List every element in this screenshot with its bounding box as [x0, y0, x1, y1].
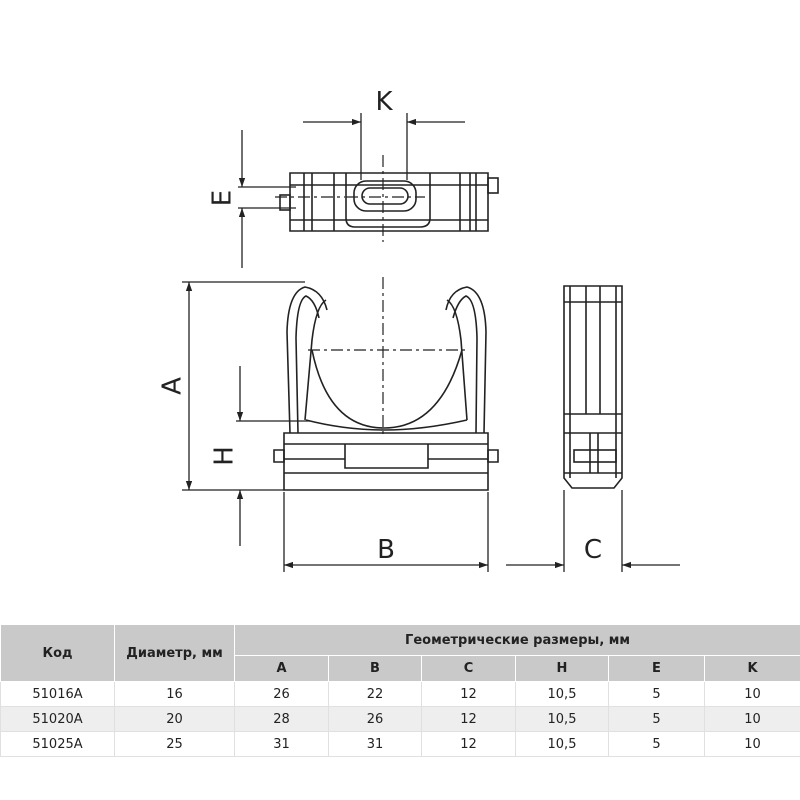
header-dim-h: H: [515, 655, 609, 682]
b-dimension: [283, 492, 489, 572]
cell-diameter: 20: [114, 706, 235, 732]
header-dim-c: C: [421, 655, 516, 682]
cell-b: 31: [328, 731, 422, 757]
cell-diameter: 25: [114, 731, 235, 757]
dimension-label-h: H: [210, 446, 240, 466]
c-dimension: [506, 490, 680, 572]
cell-code: 51020A: [0, 706, 115, 732]
side-view: [563, 285, 623, 489]
header-dim-b: B: [328, 655, 422, 682]
table-row: 51025A 25 31 31 12 10,5 5 10: [0, 731, 800, 757]
e-dimension: [238, 130, 296, 268]
cell-code: 51025A: [0, 731, 115, 757]
cell-a: 26: [234, 681, 329, 707]
header-dim-e: E: [608, 655, 705, 682]
header-diameter: Диаметр, мм: [114, 624, 235, 682]
table-row: 51016A 16 26 22 12 10,5 5 10: [0, 681, 800, 707]
header-geometry: Геометрические размеры, мм: [233, 624, 800, 656]
table-header-row: Код Диаметр, мм Геометрические размеры, …: [0, 624, 800, 682]
header-dim-a: A: [234, 655, 329, 682]
cell-code: 51016A: [0, 681, 115, 707]
cell-e: 5: [608, 731, 705, 757]
dimension-label-e: E: [208, 190, 238, 206]
cell-a: 31: [234, 731, 329, 757]
header-dim-k: K: [703, 655, 800, 682]
front-view-centerlines: [308, 277, 466, 438]
top-view: [279, 172, 499, 232]
dimension-label-c: C: [584, 535, 602, 565]
dimensions-table: Код Диаметр, мм Геометрические размеры, …: [0, 624, 800, 757]
cell-h: 10,5: [515, 731, 609, 757]
k-dimension: [303, 113, 465, 180]
dimension-label-b: B: [377, 535, 395, 565]
front-view: [273, 286, 499, 491]
dimension-label-a: A: [158, 377, 188, 395]
cell-e: 5: [608, 681, 705, 707]
technical-drawing: K E: [158, 87, 680, 572]
cell-h: 10,5: [515, 681, 609, 707]
cell-diameter: 16: [114, 681, 235, 707]
table-row: 51020A 20 28 26 12 10,5 5 10: [0, 706, 800, 732]
cell-k: 10: [703, 681, 800, 707]
h-dimension: [236, 366, 310, 546]
cell-b: 22: [328, 681, 422, 707]
cell-k: 10: [703, 706, 800, 732]
header-code: Код: [0, 624, 115, 682]
cell-c: 12: [421, 731, 516, 757]
a-dimension: [182, 281, 305, 491]
cell-e: 5: [608, 706, 705, 732]
cell-a: 28: [234, 706, 329, 732]
table-subheader-row: A B C H E K: [1, 655, 800, 682]
dimension-label-k: K: [375, 87, 393, 117]
cell-b: 26: [328, 706, 422, 732]
cell-h: 10,5: [515, 706, 609, 732]
cell-k: 10: [703, 731, 800, 757]
cell-c: 12: [421, 681, 516, 707]
top-view-centerlines: [275, 155, 425, 242]
cell-c: 12: [421, 706, 516, 732]
